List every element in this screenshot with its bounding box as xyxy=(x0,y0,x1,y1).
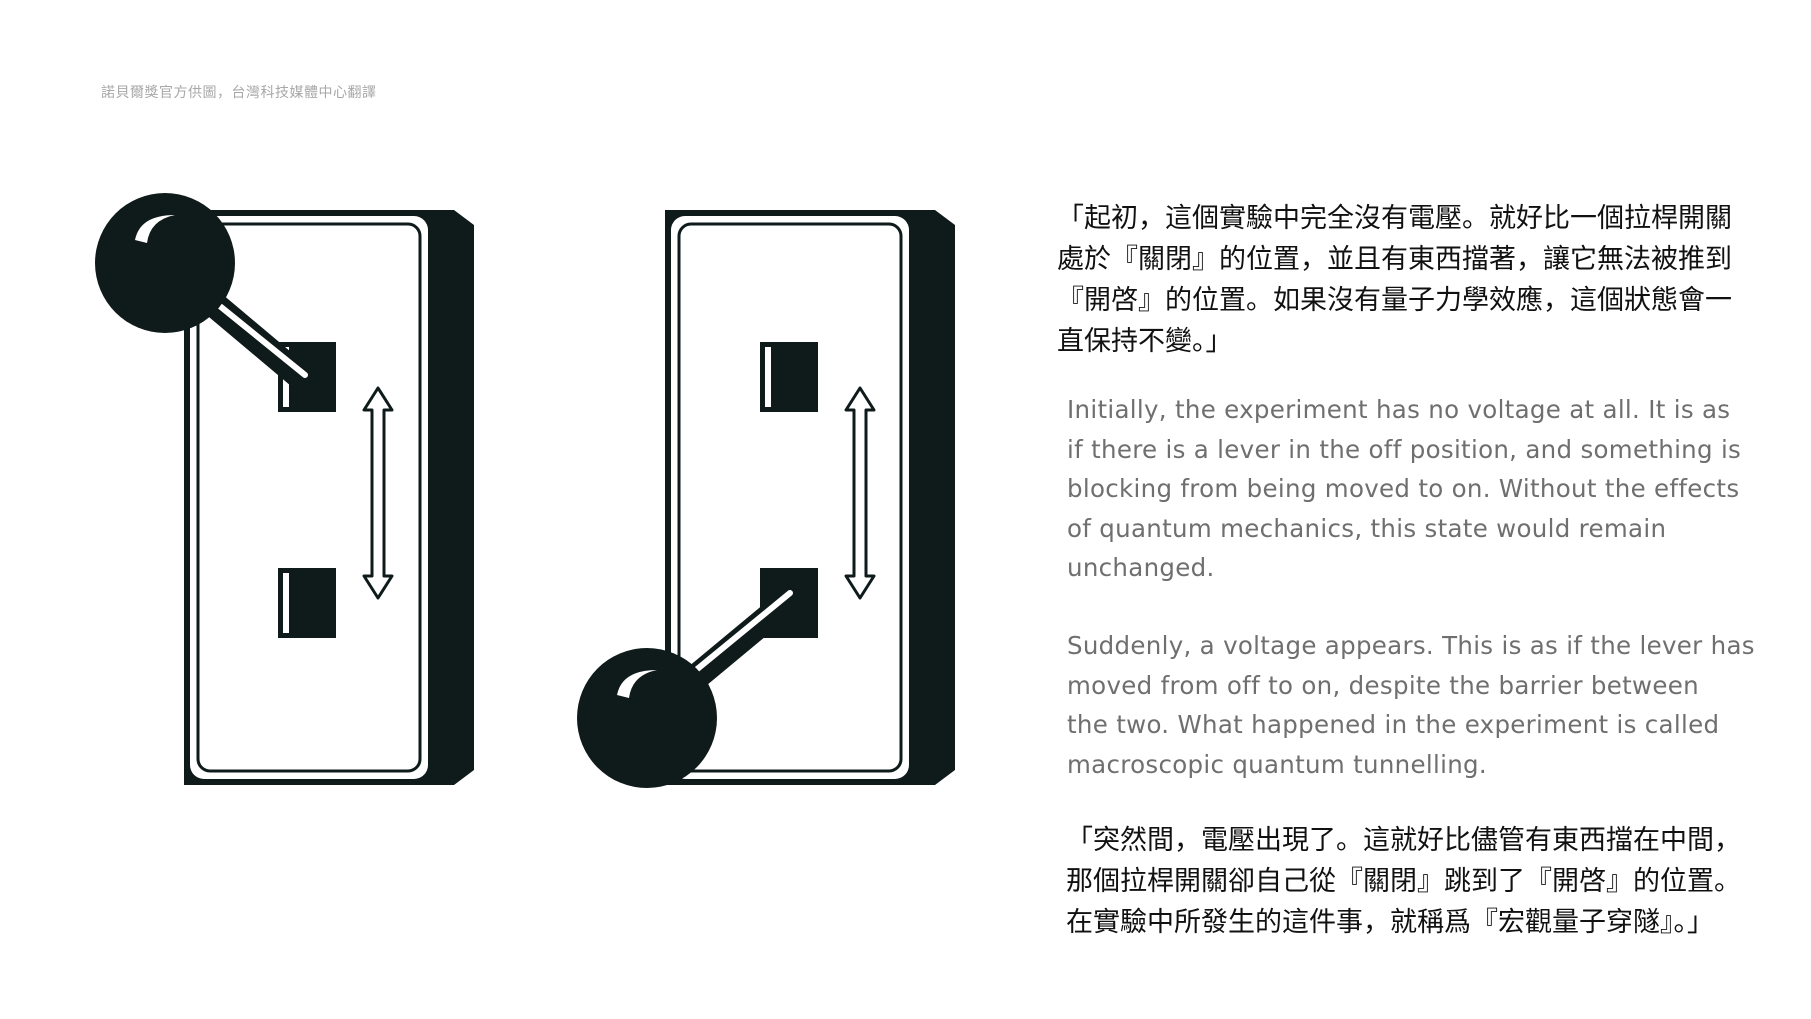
text-line: 在實驗中所發生的這件事，就稱爲『宏觀量子穿隧』。」 xyxy=(1066,907,1714,938)
chinese-sudden-paragraph: 「突然間，電壓出現了。這就好比儘管有東西擋在中間， 那個拉桿開關卻自己從『關閉』… xyxy=(1066,820,1741,943)
image-credit-caption: 諾貝爾獎官方供圖，台灣科技媒體中心翻譯 xyxy=(101,85,377,101)
text-line: blocking from being moved to on. Without… xyxy=(1067,474,1740,503)
english-intro-paragraph: Initially, the experiment has no voltage… xyxy=(1067,390,1741,588)
text-line: Suddenly, a voltage appears. This is as … xyxy=(1067,631,1755,660)
english-sudden-paragraph: Suddenly, a voltage appears. This is as … xyxy=(1067,626,1755,784)
switch-off-illustration xyxy=(95,193,476,787)
text-line: of quantum mechanics, this state would r… xyxy=(1067,513,1667,543)
text-line: moved from off to on, despite the barrie… xyxy=(1067,670,1699,700)
switch-on-illustration xyxy=(577,208,957,788)
text-line: 那個拉桿開關卻自己從『關閉』跳到了『開啓』的位置。 xyxy=(1066,866,1741,897)
lever-handle xyxy=(95,193,323,398)
text-line: Initially, the experiment has no voltage… xyxy=(1067,395,1731,424)
text-line: if there is a lever in the off position,… xyxy=(1067,434,1742,464)
text-line: 直保持不變。」 xyxy=(1057,326,1233,357)
lever-handle xyxy=(577,582,808,788)
text-line: unchanged. xyxy=(1067,553,1215,582)
text-line: 「起初，這個實驗中完全沒有電壓。就好比一個拉桿開關 xyxy=(1057,203,1732,234)
chinese-intro-paragraph: 「起初，這個實驗中完全沒有電壓。就好比一個拉桿開關 處於『關閉』的位置，並且有東… xyxy=(1057,198,1732,362)
text-line: the two. What happened in the experiment… xyxy=(1067,710,1720,739)
text-line: 「突然間，電壓出現了。這就好比儘管有東西擋在中間， xyxy=(1066,825,1741,856)
text-line: 處於『關閉』的位置，並且有東西擋著，讓它無法被推到 xyxy=(1057,244,1732,275)
text-line: macroscopic quantum tunnelling. xyxy=(1067,749,1487,779)
text-line: 『開啓』的位置。如果沒有量子力學效應，這個狀態會一 xyxy=(1057,285,1732,316)
